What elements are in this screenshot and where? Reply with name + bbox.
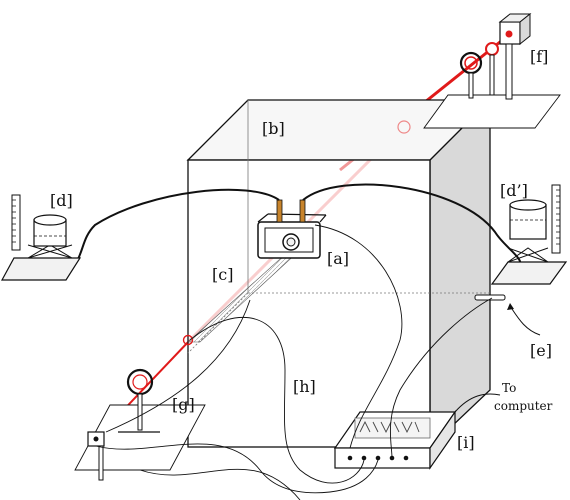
label-a: [a] — [327, 249, 349, 268]
label-h: [h] — [293, 377, 316, 396]
reservoir-left — [0, 194, 82, 281]
data-acquisition-box — [333, 410, 457, 470]
cable-1 — [314, 224, 403, 449]
thermometer-probe — [474, 294, 506, 301]
label-d: [d] — [50, 191, 73, 210]
cable-6 — [105, 299, 251, 433]
tube-left — [69, 188, 280, 271]
entry-aperture — [182, 334, 194, 346]
label-i: [i] — [457, 433, 475, 452]
near-optics — [74, 334, 206, 481]
tube-right — [302, 183, 522, 269]
cable-3 — [95, 443, 379, 494]
label-c: [c] — [212, 265, 233, 284]
transparent-box — [186, 98, 492, 449]
annotation-to: To — [502, 381, 516, 395]
label-d-prime: [d’] — [500, 181, 528, 200]
beam-exit-spot — [397, 120, 411, 134]
laser-table-near — [74, 404, 206, 471]
cable-2 — [189, 316, 365, 484]
cable-5 — [389, 297, 493, 459]
label-e: [e] — [530, 341, 552, 360]
probe-pointer — [509, 305, 541, 336]
sample-cell — [257, 199, 327, 259]
laser-source — [423, 12, 561, 129]
label-g: [g] — [172, 395, 195, 414]
computer-link — [454, 393, 501, 413]
box-front-face — [187, 159, 431, 448]
reservoir-right — [490, 184, 568, 285]
label-f: [f] — [530, 47, 548, 66]
cable-4 — [139, 468, 301, 500]
label-b: [b] — [262, 119, 285, 138]
laser-table-far — [423, 94, 561, 129]
annotation-computer: computer — [494, 399, 553, 413]
